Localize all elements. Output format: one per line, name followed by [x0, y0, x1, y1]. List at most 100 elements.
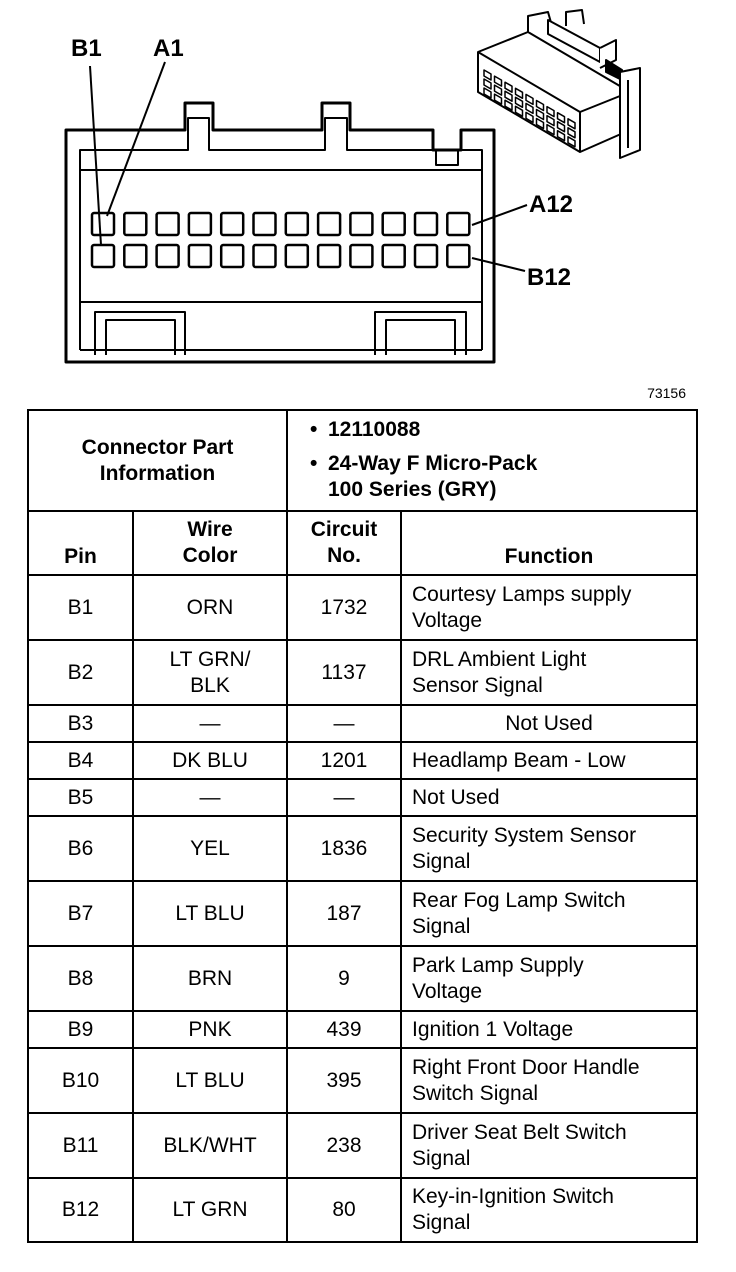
- iso-cavity: [556, 129, 566, 142]
- pin-cavity: [446, 211, 471, 237]
- connector-diagram: B1 A1 A12 B12: [64, 9, 641, 364]
- connector-description-line2: 100 Series (GRY): [328, 478, 497, 501]
- wire-color-cell: LT BLU: [132, 880, 288, 947]
- bullet-icon: •: [310, 418, 318, 441]
- connector-pin-table: Connector Part Information •12110088 •24…: [27, 409, 699, 1243]
- wire-color-cell: BRN: [132, 945, 288, 1012]
- part-number: •12110088: [310, 418, 421, 441]
- table-row: B5——Not Used: [27, 778, 699, 817]
- circuit-cell: 80: [286, 1177, 402, 1243]
- pin-cavity: [381, 243, 406, 269]
- header-function: Function: [399, 510, 699, 576]
- pin-cell: B11: [27, 1112, 134, 1179]
- connector-info-label: Connector Part Information: [27, 409, 288, 512]
- pin-cell: B2: [27, 639, 134, 706]
- iso-cavity: [504, 99, 513, 111]
- label-b1: B1: [71, 35, 102, 62]
- connector-isometric-view: [477, 9, 641, 159]
- b12-leader-line: [471, 257, 526, 272]
- pin-cavity: [219, 243, 245, 269]
- pin-cavity: [123, 211, 148, 237]
- pin-cell: B6: [27, 815, 134, 882]
- label-a1: A1: [153, 35, 184, 62]
- connector-housing-outline: [64, 101, 496, 364]
- pin-cell: B1: [27, 574, 134, 641]
- circuit-cell: —: [286, 704, 402, 743]
- b1-leader-line: [89, 65, 102, 246]
- iso-cavity: [493, 93, 503, 105]
- wire-color-cell: DK BLU: [132, 741, 288, 780]
- pin-cavity: [413, 243, 439, 269]
- iso-cavity: [556, 111, 566, 124]
- pin-cell: B5: [27, 778, 134, 817]
- wire-color-cell: YEL: [132, 815, 288, 882]
- pin-cavity: [284, 211, 310, 237]
- header-pin: Pin: [27, 510, 134, 576]
- pin-cavity: [381, 211, 406, 237]
- circuit-cell: 1201: [286, 741, 402, 780]
- wire-color-cell: —: [132, 778, 288, 817]
- wire-color-cell: LT GRN: [132, 1177, 288, 1243]
- pin-cell: B8: [27, 945, 134, 1012]
- pin-cell: B3: [27, 704, 134, 743]
- a12-leader-line: [471, 204, 528, 226]
- pin-cavity: [155, 211, 180, 237]
- connector-description: •24-Way F Micro-Pack: [310, 452, 538, 475]
- connector-info-list: •12110088 •24-Way F Micro-Pack 100 Serie…: [285, 409, 699, 512]
- pin-cell: B10: [27, 1047, 134, 1114]
- iso-cavity: [483, 69, 492, 81]
- header-circuit-no: Circuit No.: [286, 510, 402, 576]
- iso-cavity: [525, 102, 534, 115]
- function-cell: Not Used: [399, 778, 699, 817]
- function-cell: Ignition 1 Voltage: [399, 1010, 699, 1049]
- pin-cavity: [349, 211, 374, 237]
- pin-cavities: [90, 211, 471, 269]
- iso-cavity: [514, 87, 524, 100]
- wire-color-cell: PNK: [132, 1010, 288, 1049]
- pin-cavity: [252, 211, 277, 237]
- pin-cavity: [316, 211, 342, 237]
- a1-leader-line: [106, 61, 166, 217]
- pin-cavity: [413, 211, 439, 237]
- iso-cavity: [504, 90, 513, 102]
- iso-cavity: [535, 99, 545, 112]
- wire-color-cell: LT GRN/BLK: [132, 639, 288, 706]
- circuit-cell: 395: [286, 1047, 402, 1114]
- circuit-cell: 1732: [286, 574, 402, 641]
- table-row: B3——Not Used: [27, 704, 699, 743]
- iso-cavity: [556, 120, 566, 133]
- pin-cavity: [219, 211, 245, 237]
- iso-cavity: [514, 96, 524, 109]
- connector-info-row: Connector Part Information •12110088 •24…: [27, 409, 699, 512]
- circuit-cell: 1836: [286, 815, 402, 882]
- label-b12: B12: [527, 264, 571, 291]
- connector-housing-inner: [79, 117, 483, 350]
- label-a12: A12: [529, 191, 573, 218]
- bullet-icon: •: [310, 452, 318, 475]
- pin-cavity: [252, 243, 277, 269]
- function-cell: Not Used: [399, 704, 699, 743]
- iso-cavity: [525, 111, 534, 124]
- iso-cavity: [567, 118, 576, 130]
- iso-cavity: [567, 127, 576, 139]
- circuit-cell: —: [286, 778, 402, 817]
- figure-number: 73156: [647, 385, 686, 401]
- pin-cavity: [446, 243, 471, 269]
